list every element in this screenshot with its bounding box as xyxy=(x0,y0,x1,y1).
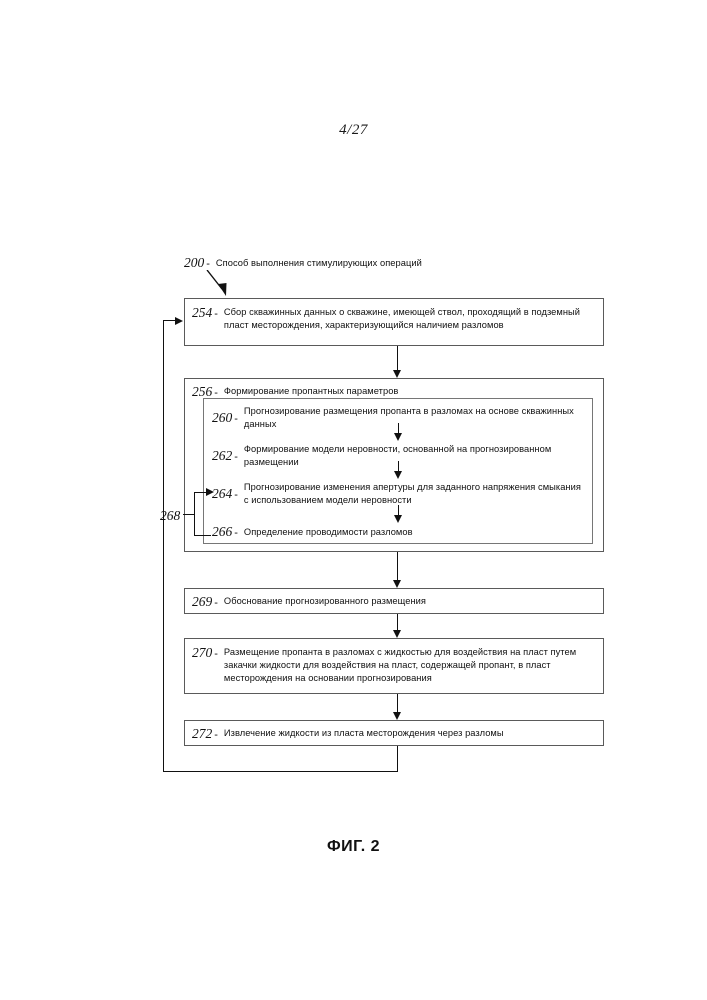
connector-270-272 xyxy=(396,694,398,712)
feedback-loop-top xyxy=(163,320,176,322)
arrow-260-262-icon xyxy=(393,433,402,441)
bracket-268-arm-top xyxy=(193,491,208,493)
process-step-260[interactable]: 260- Прогнозирование размещения пропанта… xyxy=(212,405,584,431)
arrow-feedback-to-254-icon xyxy=(175,316,183,325)
ref-numeral-270: 270- xyxy=(192,645,218,660)
arrow-264-266-icon xyxy=(393,515,402,523)
process-text-270: Размещение пропанта в разломах с жидкост… xyxy=(223,647,577,684)
process-box-272[interactable]: 272- Извлечение жидкости из пласта место… xyxy=(184,720,604,746)
arrow-262-264-icon xyxy=(393,471,402,479)
ref-numeral-264: 264- xyxy=(212,486,238,501)
arrow-256-269-icon xyxy=(392,580,401,588)
connector-256-269 xyxy=(396,552,398,580)
process-text-254: Сбор скважинных данных о скважине, имеющ… xyxy=(223,307,580,331)
arrow-268-to-264-icon xyxy=(206,487,214,496)
process-step-262[interactable]: 262- Формирование модели неровности, осн… xyxy=(212,443,584,469)
process-box-269[interactable]: 269- Обоснование прогнозированного разме… xyxy=(184,588,604,614)
ref-numeral-269: 269- xyxy=(192,594,218,609)
feedback-loop-bottom xyxy=(163,771,398,773)
process-text-262: Формирование модели неровности, основанн… xyxy=(243,444,552,468)
ref-numeral-272: 272- xyxy=(192,726,218,741)
arrow-254-256-icon xyxy=(392,370,401,378)
process-text-256: Формирование пропантных параметров xyxy=(223,386,399,396)
ref-numeral-200: 200- xyxy=(184,255,210,270)
sheet-number: 4/27 xyxy=(339,122,368,138)
process-text-269: Обоснование прогнозированного размещения xyxy=(223,596,426,606)
lead-line-200-icon xyxy=(206,270,227,296)
ref-numeral-266: 266- xyxy=(212,524,238,539)
feedback-loop-left xyxy=(163,320,165,772)
bracket-268-spine xyxy=(193,492,195,536)
connector-260-262 xyxy=(397,423,399,435)
flow-title-text: Способ выполнения стимулирующих операций xyxy=(215,258,422,268)
process-text-272: Извлечение жидкости из пласта месторожде… xyxy=(223,728,504,738)
ref-numeral-256: 256- xyxy=(192,384,218,399)
ref-numeral-268: 268 xyxy=(160,508,181,523)
process-text-264: Прогнозирование изменения апертуры для з… xyxy=(243,482,581,506)
connector-254-256 xyxy=(396,346,398,370)
process-box-254[interactable]: 254- Сбор скважинных данных о скважине, … xyxy=(184,298,604,346)
arrow-269-270-icon xyxy=(392,630,401,638)
process-text-260: Прогнозирование размещения пропанта в ра… xyxy=(243,406,574,430)
process-step-266[interactable]: 266- Определение проводимости разломов xyxy=(212,525,584,540)
ref-numeral-262: 262- xyxy=(212,448,238,463)
process-step-264[interactable]: 264- Прогнозирование изменения апертуры … xyxy=(212,481,584,507)
flow-title-label: 200- Способ выполнения стимулирующих опе… xyxy=(184,256,422,271)
figure-caption: ФИГ. 2 xyxy=(326,838,380,855)
process-box-270[interactable]: 270- Размещение пропанта в разломах с жи… xyxy=(184,638,604,694)
connector-262-264 xyxy=(397,461,399,473)
connector-264-266 xyxy=(397,505,399,517)
ref-numeral-254: 254- xyxy=(192,305,218,320)
bracket-268-arm-bottom xyxy=(193,535,211,537)
arrow-270-272-icon xyxy=(392,712,401,720)
feedback-loop-down xyxy=(396,746,398,772)
bracket-268-tick xyxy=(183,514,194,516)
ref-numeral-260: 260- xyxy=(212,410,238,425)
connector-269-270 xyxy=(396,614,398,630)
process-text-266: Определение проводимости разломов xyxy=(243,527,413,537)
process-subgroup-box: 260- Прогнозирование размещения пропанта… xyxy=(203,398,593,544)
